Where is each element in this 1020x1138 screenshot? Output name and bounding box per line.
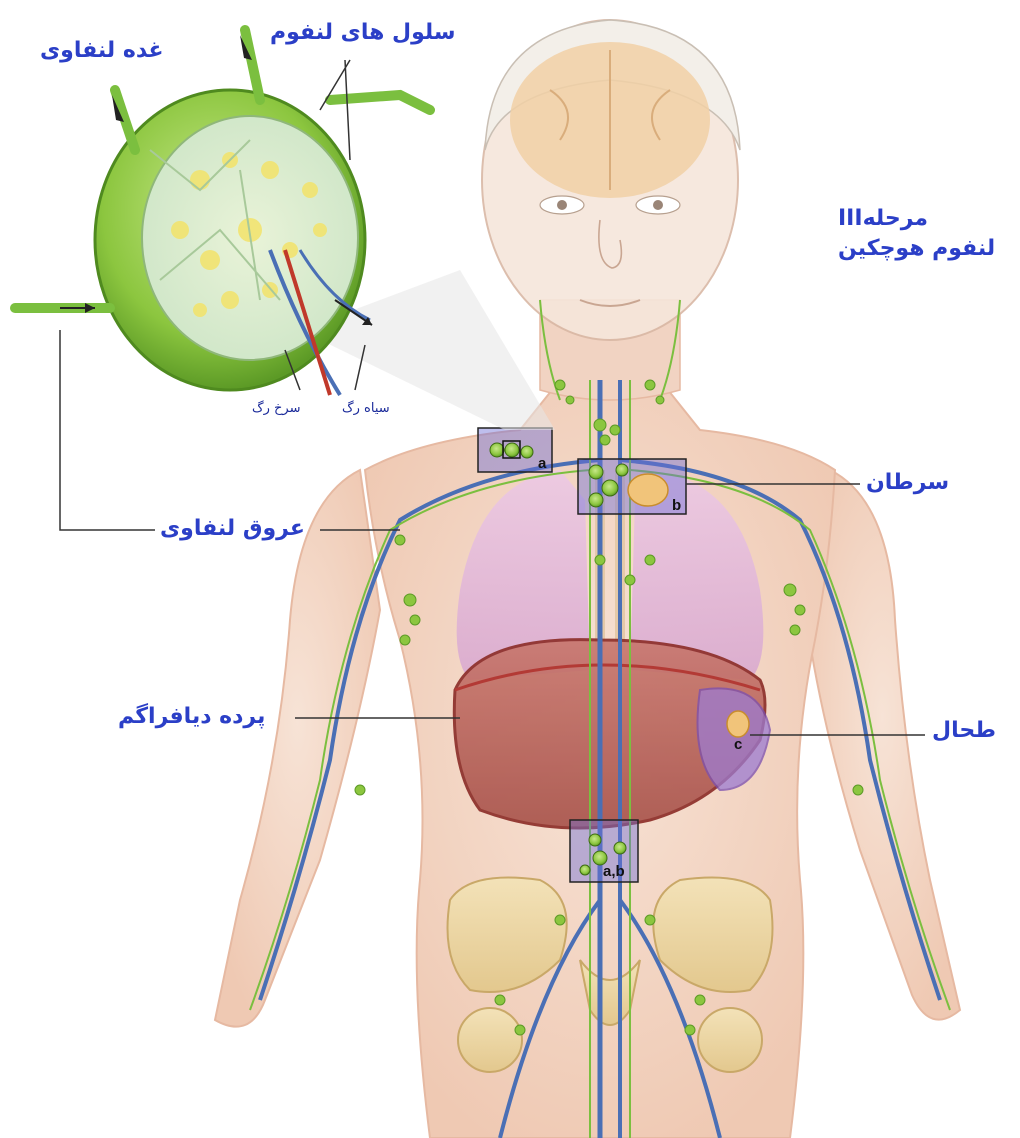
leader-efferent-vessel xyxy=(60,330,155,530)
marker-ab: a,b xyxy=(603,864,625,879)
marker-a: a xyxy=(538,456,546,471)
label-lymph-vessels: عروق لنفاوی xyxy=(160,518,305,540)
label-lymph-gland: غده لنفاوی xyxy=(40,40,164,62)
right-femur-head xyxy=(458,1008,522,1072)
label-cancer: سرطان xyxy=(866,472,949,494)
lymph-gland-inset xyxy=(15,30,555,430)
label-vein: سیاه رگ xyxy=(342,402,390,415)
tumor-b xyxy=(628,474,668,506)
tumor-c xyxy=(727,711,749,737)
stage-title-line2: لنفوم هوچکین xyxy=(838,238,995,260)
marker-c: c xyxy=(734,737,742,752)
label-lymphoma-cells: سلول های لنفوم xyxy=(270,22,456,44)
right-pupil xyxy=(557,200,567,210)
label-artery: سرخ رگ xyxy=(252,402,301,415)
marker-b: b xyxy=(672,498,681,513)
right-arm xyxy=(215,470,380,1027)
left-pupil xyxy=(653,200,663,210)
label-spleen: طحال xyxy=(932,720,996,742)
left-femur-head xyxy=(698,1008,762,1072)
label-diaphragm: پرده دیافراگم xyxy=(118,706,265,728)
stage-title-line1: مرحلهIII xyxy=(838,208,928,230)
